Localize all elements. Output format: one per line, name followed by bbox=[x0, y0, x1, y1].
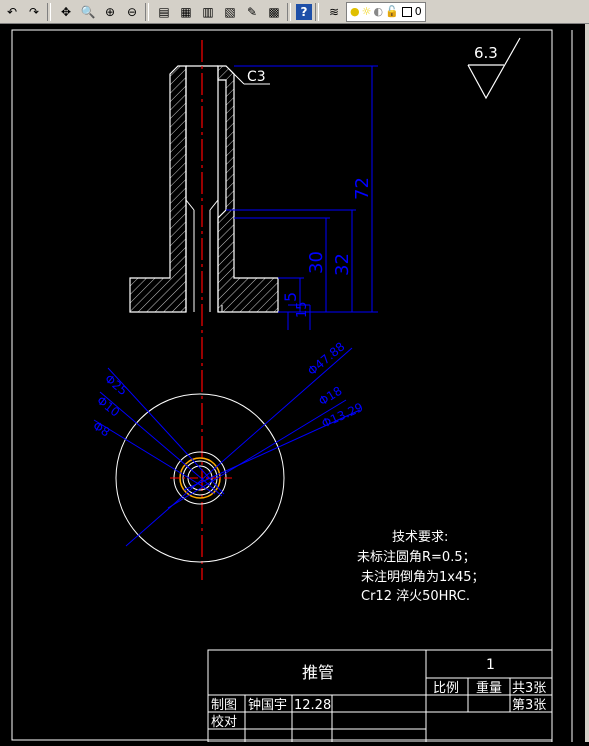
dia-8-label: Φ8 bbox=[90, 419, 112, 440]
diameter-leaders bbox=[93, 347, 361, 547]
dim-15: 15 bbox=[295, 301, 310, 318]
top-view bbox=[115, 393, 285, 563]
toolbar-separator bbox=[287, 2, 291, 21]
toolbar-separator bbox=[145, 2, 149, 21]
markup-icon[interactable]: ✎ bbox=[246, 4, 258, 19]
calculator-icon[interactable]: ▩ bbox=[268, 4, 280, 19]
dia-25-label: Φ25 bbox=[102, 372, 130, 399]
chamfer-label: C3 bbox=[247, 69, 266, 85]
help-icon[interactable]: ? bbox=[296, 3, 312, 20]
lock-icon[interactable]: 🔓 bbox=[385, 5, 399, 18]
dim-72: 72 bbox=[352, 177, 373, 200]
total-sheets: 共3张 bbox=[512, 681, 546, 696]
drawn-by: 钟国宇 bbox=[248, 697, 287, 713]
tech-req-title: 技术要求: bbox=[392, 530, 448, 545]
tech-req-line3: Cr12 淬火50HRC. bbox=[361, 589, 470, 604]
sheet-set-icon[interactable]: ▧ bbox=[224, 4, 236, 19]
technical-requirements: 技术要求: 未标注圆角R=0.5； 未注明倒角为1x45； Cr12 淬火50H… bbox=[357, 530, 485, 604]
chamfer-leader: C3 bbox=[229, 69, 270, 85]
pan-icon[interactable]: ✥ bbox=[60, 4, 72, 19]
dimensions-section bbox=[226, 65, 378, 330]
roughness-value: 6.3 bbox=[474, 44, 498, 62]
zoom-window-icon[interactable]: ⊕ bbox=[104, 4, 116, 19]
toolbar-separator bbox=[47, 2, 51, 21]
zoom-realtime-icon[interactable]: 🔍 bbox=[80, 4, 96, 19]
section-view bbox=[129, 65, 279, 313]
color-square-icon bbox=[401, 6, 412, 17]
quantity: 1 bbox=[486, 657, 495, 673]
sheet-number: 第3张 bbox=[512, 698, 546, 713]
tech-req-line2: 未注明倒角为1x45； bbox=[361, 570, 485, 585]
dia-4788-label: Φ47.88 bbox=[305, 339, 348, 378]
undo-icon[interactable]: ↶ bbox=[6, 4, 18, 19]
tool-palettes-icon[interactable]: ▥ bbox=[202, 4, 214, 19]
dia-10-label: Φ10 bbox=[94, 393, 122, 419]
drawing-svg: 6.3 C3 bbox=[11, 29, 573, 743]
dim-5: 5 bbox=[281, 292, 300, 302]
light-bulb-icon[interactable]: ● bbox=[350, 5, 360, 18]
tech-req-line1: 未标注圆角R=0.5； bbox=[357, 550, 476, 565]
zoom-previous-icon[interactable]: ⊖ bbox=[126, 4, 138, 19]
part-name: 推管 bbox=[302, 663, 334, 682]
dim-32: 32 bbox=[332, 253, 353, 276]
layer-name: 0 bbox=[414, 5, 422, 18]
drawing-frame bbox=[11, 29, 553, 741]
redo-icon[interactable]: ↷ bbox=[28, 4, 40, 19]
title-block bbox=[207, 649, 553, 743]
dia-18-label: Φ18 bbox=[316, 384, 344, 409]
layer-dropdown[interactable]: ● ☼ ◐ 🔓 0 bbox=[346, 1, 426, 22]
toolbar-separator bbox=[315, 2, 319, 21]
sun-icon[interactable]: ☼ bbox=[361, 5, 372, 18]
drawn-label: 制图 bbox=[211, 698, 237, 713]
weight-label: 重量 bbox=[476, 680, 502, 696]
dim-30: 30 bbox=[306, 251, 327, 274]
layer-manager-icon[interactable]: ≋ bbox=[328, 4, 340, 19]
roughness-symbol: 6.3 bbox=[467, 37, 521, 100]
scrollbar-edge[interactable] bbox=[585, 24, 589, 742]
properties-icon[interactable]: ▤ bbox=[158, 4, 170, 19]
standard-toolbar: ↶ ↷ ✥ 🔍 ⊕ ⊖ ▤ ▦ ▥ ▧ ✎ ▩ ? ≋ ● ☼ ◐ 🔓 0 bbox=[0, 0, 589, 24]
freeze-icon[interactable]: ◐ bbox=[373, 5, 384, 18]
checked-label: 校对 bbox=[211, 714, 237, 730]
drawing-canvas[interactable]: 6.3 C3 bbox=[0, 24, 589, 743]
drawn-date: 12.28 bbox=[294, 698, 331, 713]
scale-label: 比例 bbox=[433, 681, 459, 696]
design-center-icon[interactable]: ▦ bbox=[180, 4, 192, 19]
